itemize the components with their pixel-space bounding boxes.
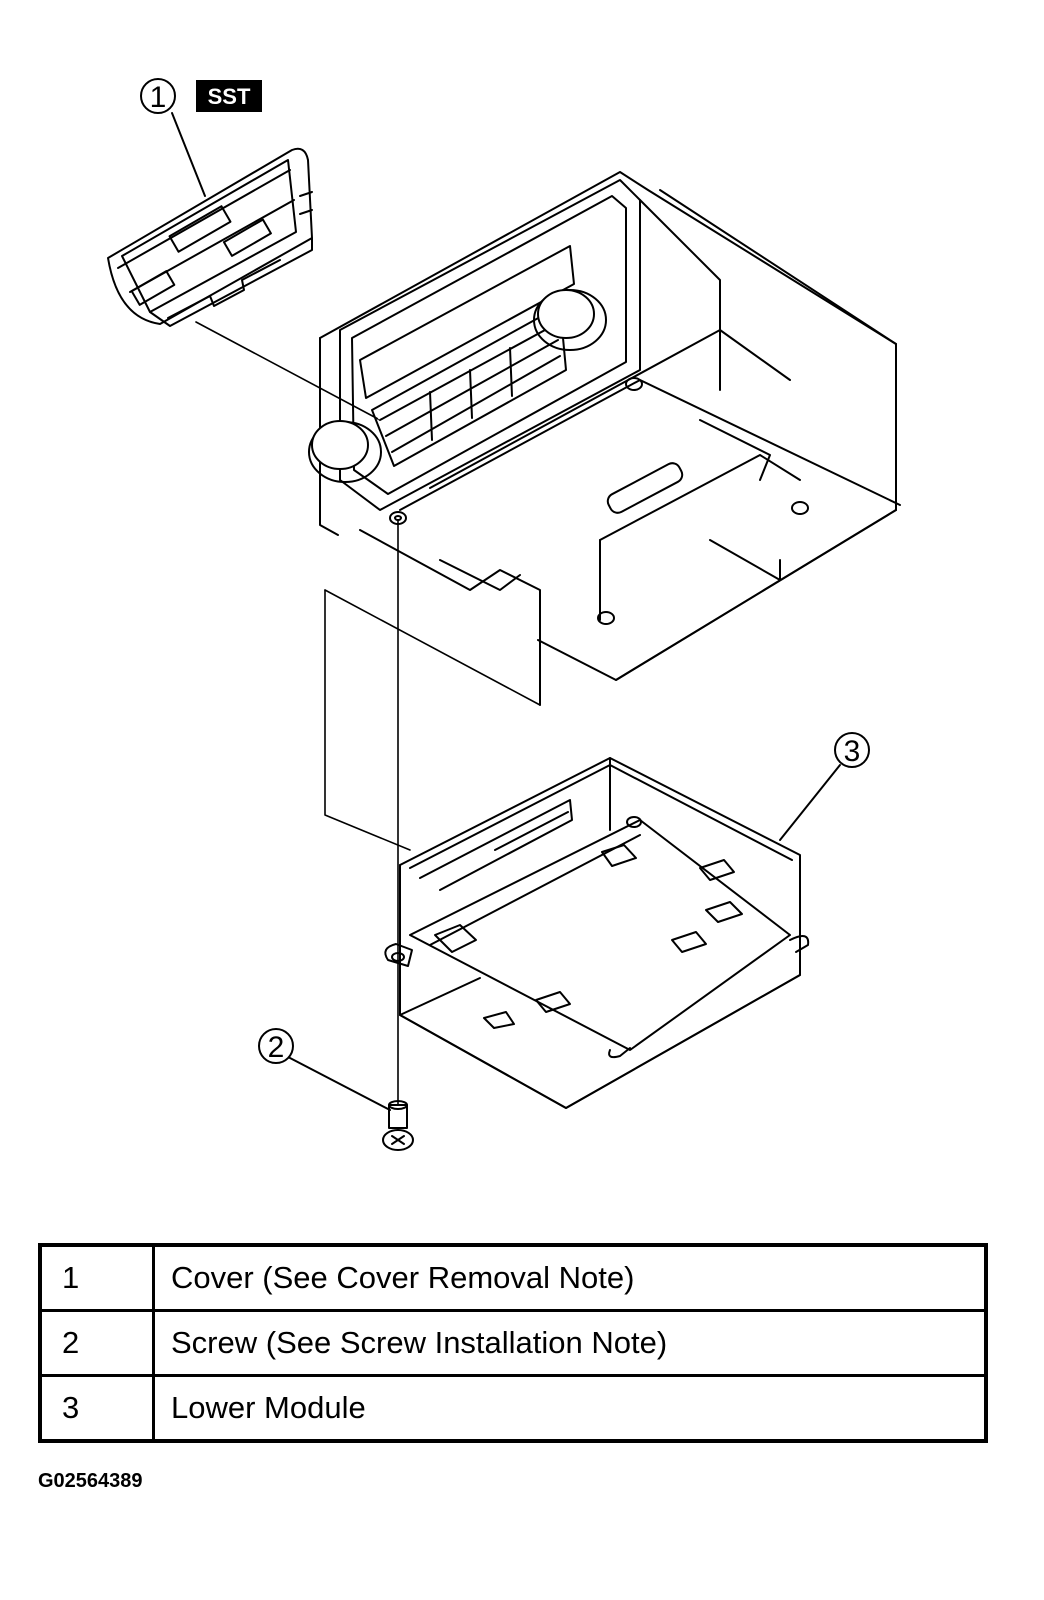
- part-number: 1: [38, 1243, 155, 1312]
- part-number: 3: [38, 1374, 155, 1443]
- screw-part: [382, 1100, 414, 1151]
- cover-alignment-line: [195, 321, 381, 421]
- part-description: Lower Module: [152, 1374, 988, 1443]
- callout-3: [779, 732, 870, 841]
- main-unit: [308, 171, 901, 706]
- callout-1-number: 1: [150, 81, 167, 114]
- figure-id: G02564389: [38, 1470, 143, 1492]
- callout-2-number: 2: [268, 1031, 285, 1064]
- part-number: 2: [38, 1309, 155, 1377]
- parts-legend-table: 1 Cover (See Cover Removal Note) 2 Screw…: [38, 1243, 988, 1443]
- lower-module-part: [384, 757, 810, 1109]
- table-row: 1 Cover (See Cover Removal Note): [38, 1243, 988, 1312]
- cover-part: [107, 147, 313, 327]
- table-row: 3 Lower Module: [38, 1374, 988, 1443]
- callout-2: [258, 1028, 391, 1111]
- callout-1: [140, 78, 206, 197]
- sst-label: SST: [208, 84, 251, 109]
- alignment-lines: [324, 519, 541, 1106]
- part-description: Cover (See Cover Removal Note): [152, 1243, 988, 1312]
- part-description: Screw (See Screw Installation Note): [152, 1309, 988, 1377]
- sst-badge: [196, 80, 262, 112]
- exploded-view-diagram: SST 1 2 3: [107, 78, 901, 1151]
- table-row: 2 Screw (See Screw Installation Note): [38, 1309, 988, 1377]
- callout-3-number: 3: [844, 735, 861, 768]
